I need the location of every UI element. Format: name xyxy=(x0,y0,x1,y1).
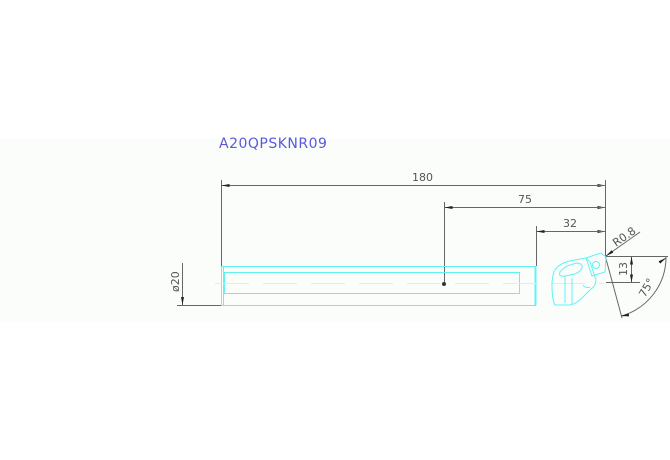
dim-diameter-label: ø20 xyxy=(169,271,182,292)
drawing-background-band xyxy=(0,139,670,322)
dimension-angle xyxy=(605,256,667,319)
dim-angle-label: 75° xyxy=(636,276,657,299)
dim-radius-label: R0.8 xyxy=(610,224,638,249)
tool-head xyxy=(551,252,607,306)
center-point xyxy=(442,282,446,286)
dim-32-label: 32 xyxy=(563,217,577,230)
dim-13-label: 13 xyxy=(617,262,630,276)
extension-lines xyxy=(177,180,668,306)
part-number-title: A20QPSKNR09 xyxy=(219,136,328,152)
dim-180-label: 180 xyxy=(412,171,433,184)
dimension-radius xyxy=(605,231,641,257)
tool-shank xyxy=(221,266,537,306)
dim-75-label: 75 xyxy=(518,193,532,206)
